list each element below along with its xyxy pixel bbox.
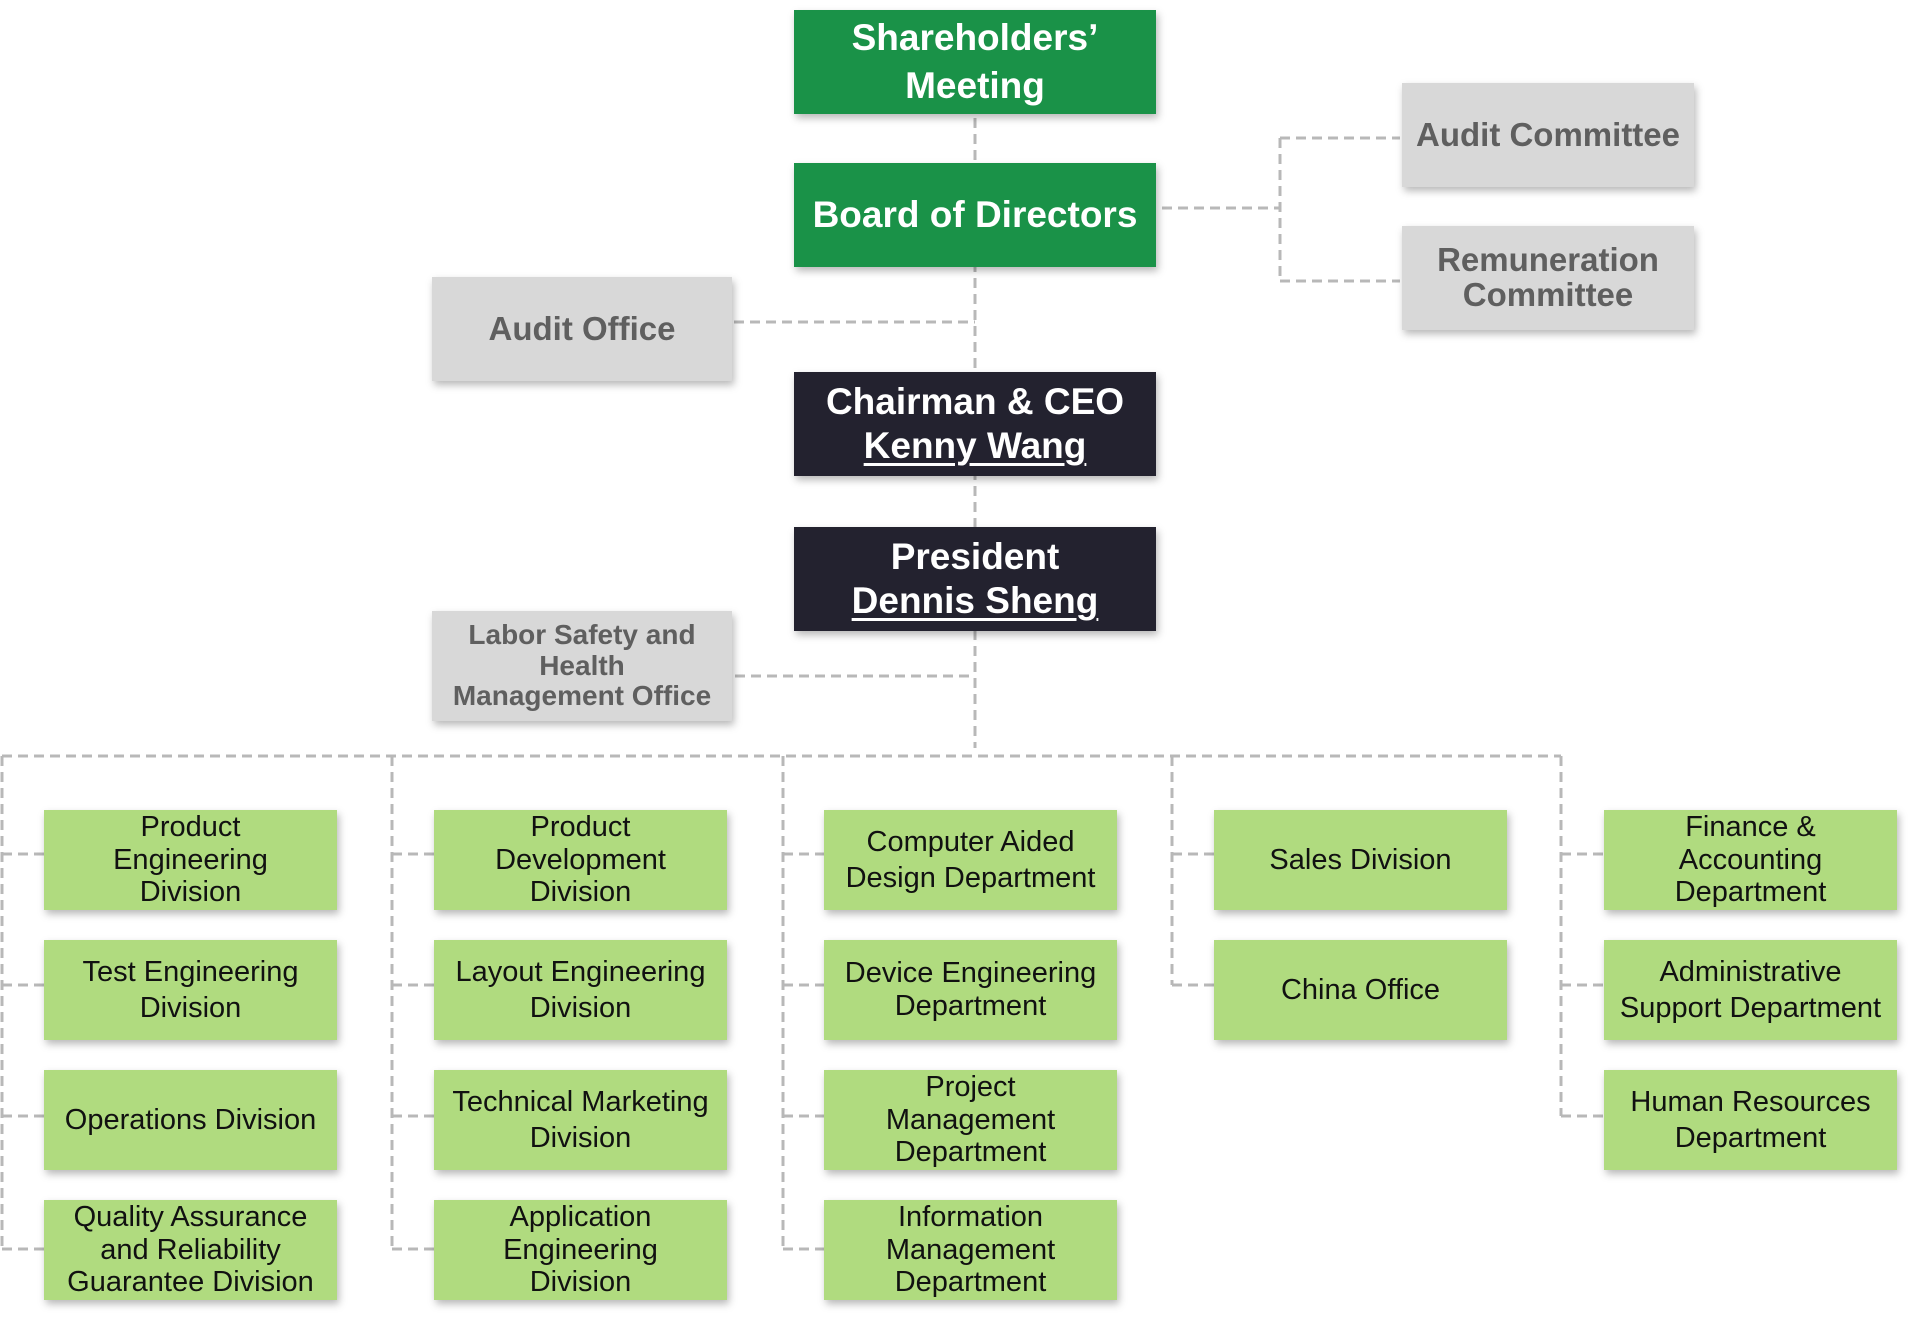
unit-label: Project Management Department	[885, 1071, 1056, 1169]
unit-box: Product Development Division	[434, 810, 727, 910]
unit-label: Sales Division	[1269, 843, 1452, 876]
unit-box: China Office	[1214, 940, 1507, 1040]
unit-box: Computer Aided Design Department	[824, 810, 1117, 910]
column-2-connector	[390, 756, 434, 1251]
unit-label: Quality Assurance and Reliability Guaran…	[67, 1201, 314, 1299]
remuneration-committee-label: Remuneration Committee	[1437, 241, 1659, 313]
board-of-directors-box: Board of Directors	[794, 163, 1156, 267]
column-1-connector	[0, 756, 44, 1251]
unit-label: Human Resources Department	[1630, 1085, 1871, 1154]
unit-box: Quality Assurance and Reliability Guaran…	[44, 1200, 337, 1300]
audit-committee-box: Audit Committee	[1402, 83, 1694, 187]
labor-safety-office-label: Labor Safety and Health Management Offic…	[452, 618, 712, 712]
unit-label: Test Engineering Division	[82, 955, 299, 1024]
chairman-box: Chairman & CEO Kenny Wang	[794, 372, 1156, 476]
president-box: President Dennis Sheng	[794, 527, 1156, 631]
president-title: President	[890, 535, 1060, 577]
committee-connector	[1162, 136, 1400, 283]
unit-label: Information Management Department	[885, 1201, 1056, 1299]
unit-label: Technical Marketing Division	[452, 1085, 709, 1154]
unit-box: Technical Marketing Division	[434, 1070, 727, 1170]
unit-label: Product Development Division	[495, 811, 666, 909]
unit-label: Layout Engineering Division	[455, 955, 706, 1024]
unit-box: Product Engineering Division	[44, 810, 337, 910]
unit-label: Operations Division	[64, 1103, 317, 1136]
unit-label: Product Engineering Division	[113, 811, 268, 909]
unit-box: Administrative Support Department	[1604, 940, 1897, 1040]
unit-label: Administrative Support Department	[1619, 955, 1882, 1024]
unit-box: Sales Division	[1214, 810, 1507, 910]
unit-box: Layout Engineering Division	[434, 940, 727, 1040]
shareholders-meeting-label: Shareholders’ Meeting	[851, 16, 1099, 106]
unit-box: Finance & Accounting Department	[1604, 810, 1897, 910]
board-of-directors-label: Board of Directors	[812, 194, 1138, 235]
unit-label: Application Engineering Division	[503, 1201, 658, 1299]
unit-box: Application Engineering Division	[434, 1200, 727, 1300]
remuneration-committee-box: Remuneration Committee	[1402, 226, 1694, 330]
column-4-connector	[1170, 756, 1214, 987]
unit-box: Test Engineering Division	[44, 940, 337, 1040]
labor-safety-office-box: Labor Safety and Health Management Offic…	[432, 611, 732, 721]
unit-label: Computer Aided Design Department	[845, 825, 1096, 894]
unit-label: Device Engineering Department	[844, 956, 1097, 1022]
unit-label: China Office	[1280, 973, 1441, 1006]
column-5-connector	[1559, 756, 1604, 1118]
chairman-title: Chairman & CEO	[825, 380, 1125, 422]
unit-label: Finance & Accounting Department	[1674, 811, 1827, 909]
column-3-connector	[781, 756, 824, 1251]
chairman-name: Kenny Wang	[863, 425, 1087, 466]
unit-box: Information Management Department	[824, 1200, 1117, 1300]
unit-box: Device Engineering Department	[824, 940, 1117, 1040]
audit-office-label: Audit Office	[488, 310, 676, 347]
shareholders-meeting-box: Shareholders’ Meeting	[794, 10, 1156, 114]
audit-office-box: Audit Office	[432, 277, 732, 381]
president-name: Dennis Sheng	[851, 580, 1099, 621]
unit-box: Project Management Department	[824, 1070, 1117, 1170]
unit-box: Operations Division	[44, 1070, 337, 1170]
unit-box: Human Resources Department	[1604, 1070, 1897, 1170]
audit-committee-label: Audit Committee	[1416, 116, 1680, 153]
